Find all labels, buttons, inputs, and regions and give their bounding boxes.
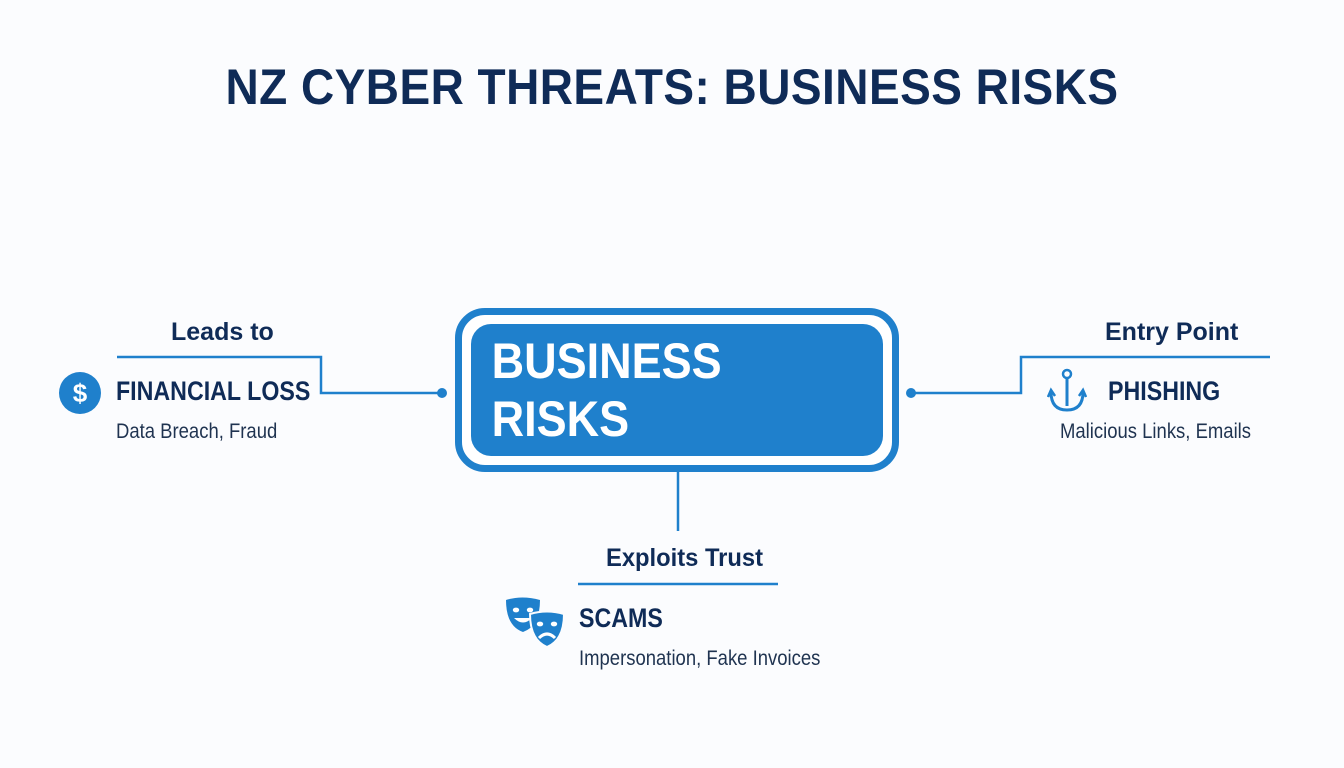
dollar-icon: $ <box>59 372 101 414</box>
connector-left <box>117 355 442 395</box>
node-title-financial-loss: FINANCIAL LOSS <box>116 376 311 406</box>
svg-text:$: $ <box>73 378 88 408</box>
node-subtitle-phishing: Malicious Links, Emails <box>1060 420 1252 443</box>
center-node-label: BUSINESS RISKS <box>491 333 722 447</box>
connector-left-dot <box>437 388 447 398</box>
page-title: NZ CYBER THREATS: BUSINESS RISKS <box>225 59 1119 115</box>
node-title-scams: SCAMS <box>579 603 663 633</box>
node-subtitle-scams: Impersonation, Fake Invoices <box>579 647 821 670</box>
center-node: BUSINESS RISKS <box>455 308 899 472</box>
fishing-hook-icon <box>1047 368 1087 412</box>
edge-label-left: Leads to <box>171 318 274 346</box>
connector-right-dot <box>906 388 916 398</box>
connector-right <box>911 355 1270 395</box>
theater-masks-icon <box>506 597 566 649</box>
node-title-phishing: PHISHING <box>1108 376 1221 406</box>
edge-label-bottom: Exploits Trust <box>606 544 764 572</box>
edge-label-right: Entry Point <box>1105 318 1239 346</box>
node-subtitle-financial-loss: Data Breach, Fraud <box>116 420 278 443</box>
